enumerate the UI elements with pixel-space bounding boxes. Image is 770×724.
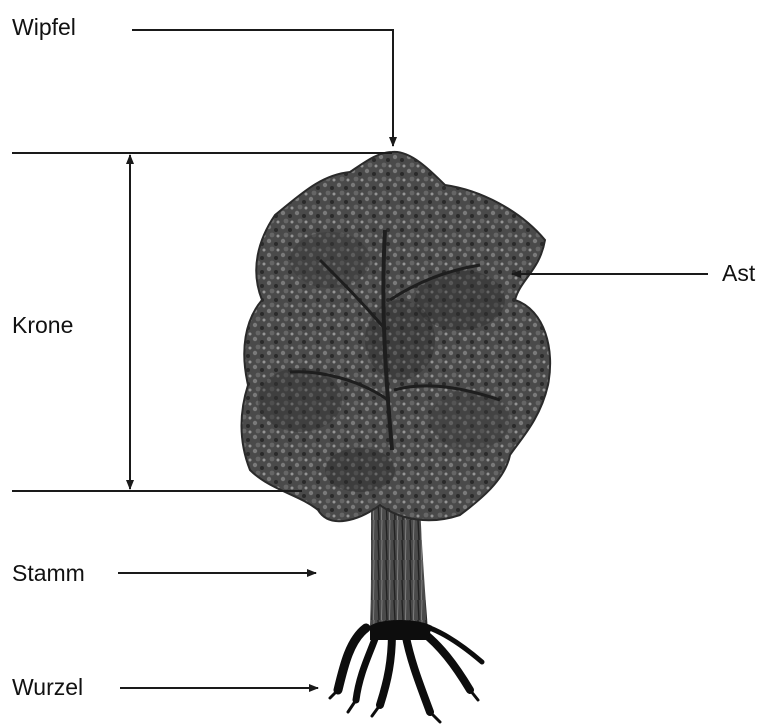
label-trunk: Stamm — [12, 562, 85, 585]
label-crown: Krone — [12, 314, 73, 337]
tree-crown — [242, 152, 551, 521]
label-root: Wurzel — [12, 676, 83, 699]
label-top: Wipfel — [12, 16, 76, 39]
tree-roots — [330, 620, 482, 722]
top-pointer-arrow — [132, 30, 393, 146]
label-branch: Ast — [722, 262, 755, 285]
